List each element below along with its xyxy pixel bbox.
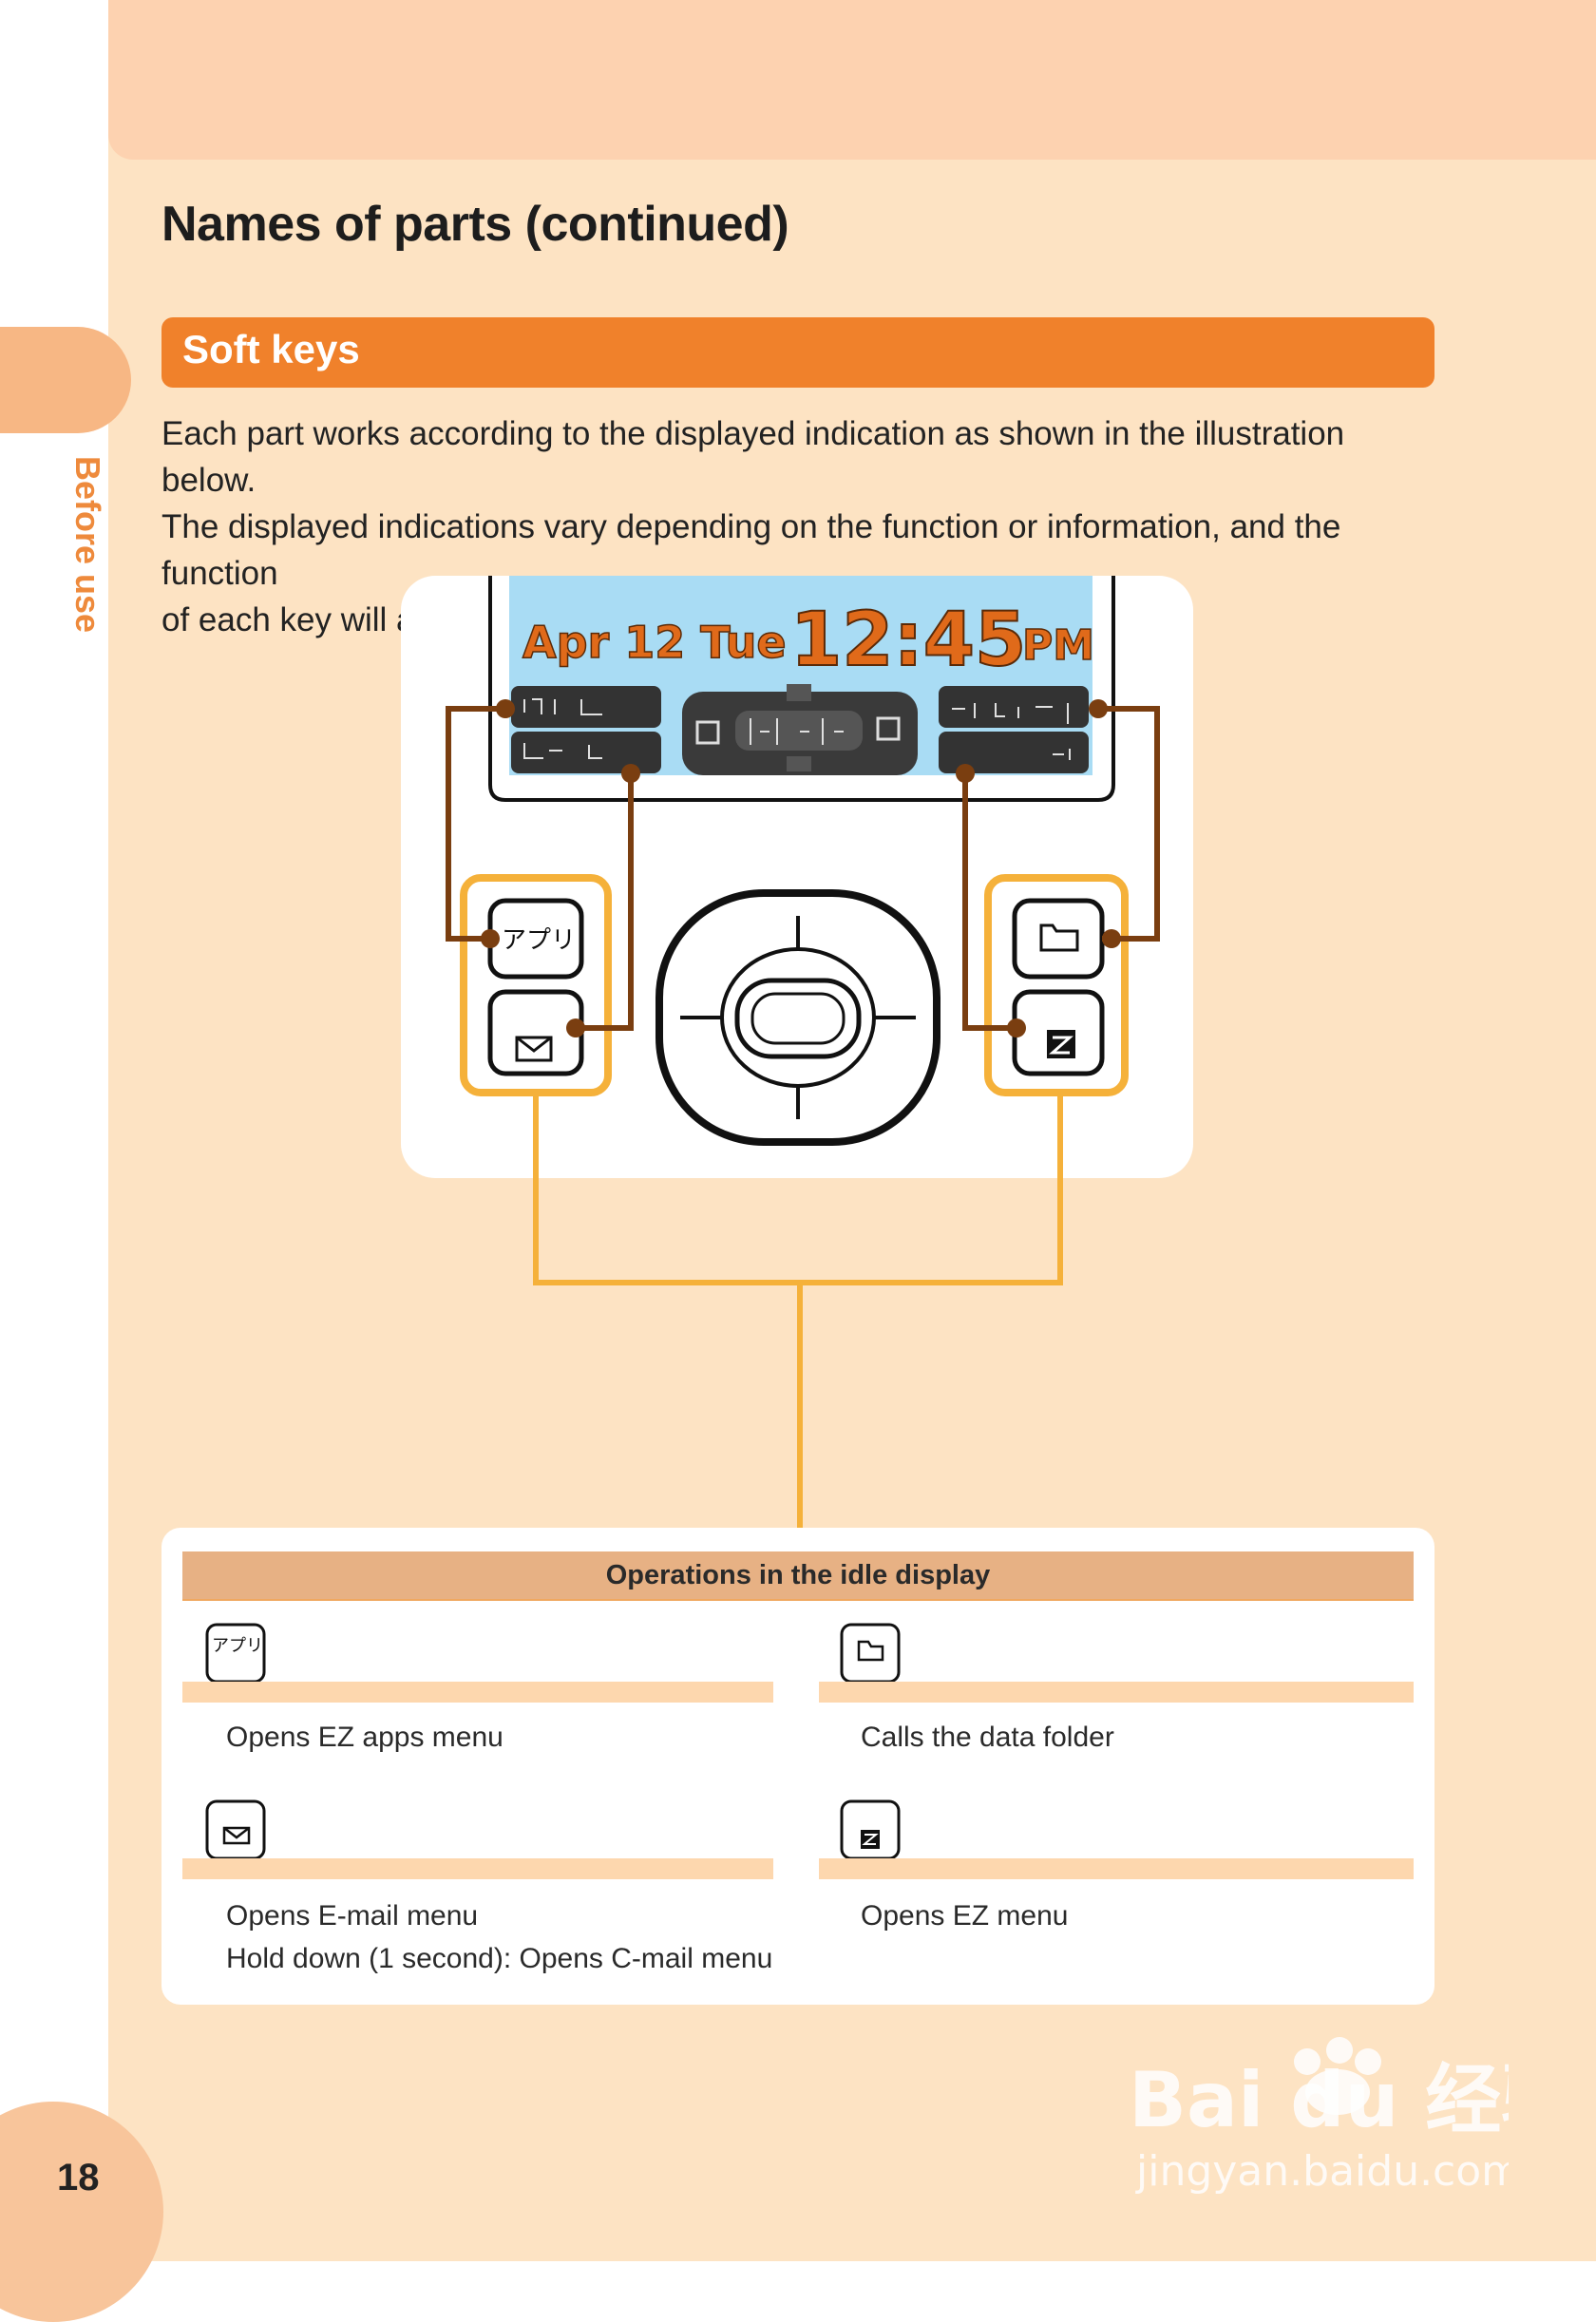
operations-header: Operations in the idle display <box>182 1551 1414 1601</box>
phone-illustration-card <box>401 576 1193 1178</box>
operations-header-label: Operations in the idle display <box>182 1551 1414 1599</box>
watermark-brand: Bai du 经验 <box>1129 2056 1509 2144</box>
op-divider <box>819 1682 1414 1703</box>
page-title: Names of parts (continued) <box>162 196 788 253</box>
op-description-mail: Opens E-mail menu Hold down (1 second): … <box>226 1894 772 1980</box>
op-divider <box>182 1682 773 1703</box>
intro-line: Each part works according to the display… <box>162 410 1434 504</box>
op-line: Calls the data folder <box>861 1716 1114 1759</box>
mail-key-icon <box>205 1799 266 1860</box>
page-number: 18 <box>57 2157 133 2199</box>
baidu-watermark: Bai du 经验 jingyan.baidu.com <box>1129 2022 1509 2212</box>
op-divider <box>182 1858 773 1879</box>
op-description-ez: Opens EZ menu <box>861 1894 1068 1937</box>
svg-text:アプリ: アプリ <box>212 1636 263 1656</box>
op-divider <box>819 1858 1414 1879</box>
op-description-folder: Calls the data folder <box>861 1716 1114 1759</box>
watermark-url: jingyan.baidu.com <box>1135 2147 1509 2196</box>
side-tab <box>0 327 131 433</box>
op-line: Opens EZ menu <box>861 1894 1068 1937</box>
ez-key-icon <box>840 1799 901 1860</box>
apps-key-icon: アプリ <box>205 1623 266 1684</box>
section-header: Soft keys <box>162 317 1434 388</box>
op-line: Opens E-mail menu <box>226 1894 772 1937</box>
folder-key-icon <box>840 1623 901 1684</box>
header-band <box>108 0 1596 160</box>
op-line: Opens EZ apps menu <box>226 1716 504 1759</box>
side-section-label: Before use <box>59 456 116 656</box>
section-title: Soft keys <box>182 327 360 372</box>
op-line: Hold down (1 second): Opens C-mail menu <box>226 1937 772 1980</box>
operations-panel: Operations in the idle display アプリ Opens… <box>162 1528 1434 2005</box>
op-description-apps: Opens EZ apps menu <box>226 1716 504 1759</box>
